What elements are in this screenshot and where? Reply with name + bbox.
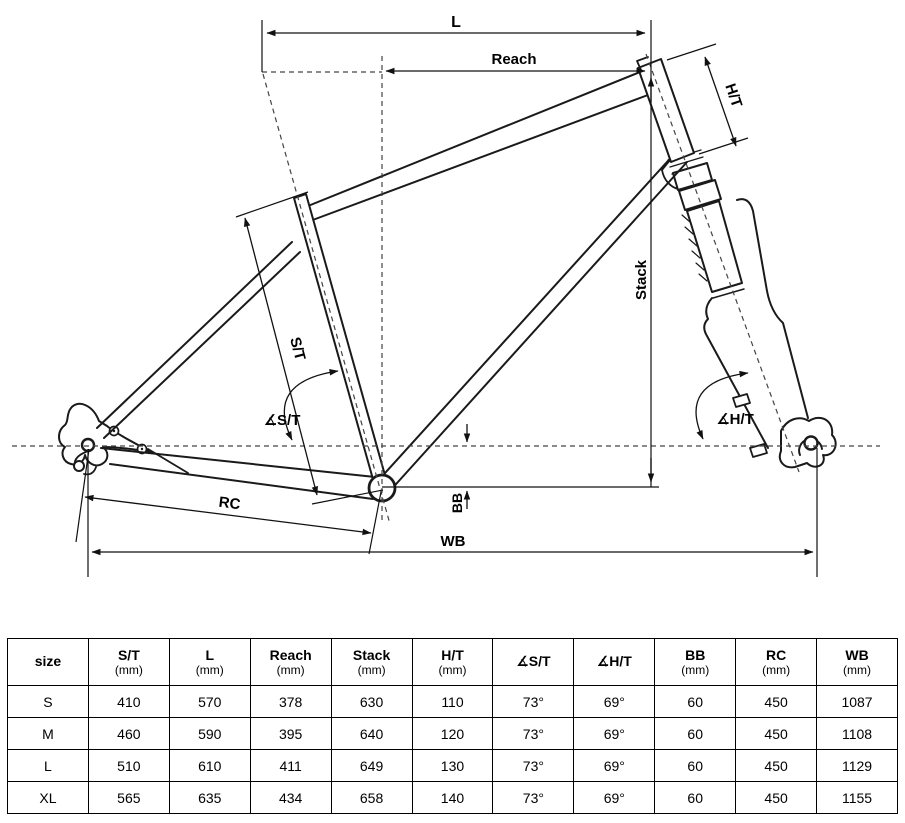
fork-stanchion <box>686 200 743 293</box>
table-cell: 635 <box>168 781 251 814</box>
table-cell: 630 <box>330 685 413 718</box>
table-cell: 565 <box>87 781 170 814</box>
fork-right-blade <box>736 198 809 419</box>
table-cell: 73° <box>492 781 575 814</box>
table-cell: 658 <box>330 781 413 814</box>
table-cell: 60 <box>654 685 737 718</box>
table-cell: 1155 <box>816 781 898 814</box>
top-tube <box>302 71 641 209</box>
label-st-length: S/T <box>286 335 308 362</box>
derailleur-hanger-hole <box>73 460 85 472</box>
label-rc: RC <box>218 494 242 514</box>
head-tube-axis <box>645 53 800 473</box>
table-cell: 140 <box>411 781 494 814</box>
dim-st-angle-arc <box>283 369 339 441</box>
label-l: L <box>451 14 461 31</box>
table-cell: 640 <box>330 717 413 750</box>
rear-dropout <box>58 402 189 476</box>
label-st-angle: ∡S/T <box>264 412 301 429</box>
size-row-s: S 410 570 378 630 110 73° 69° 60 450 108… <box>7 685 898 718</box>
table-cell: 411 <box>249 749 332 782</box>
fork-lower-leg <box>703 297 769 449</box>
header-cell-ht: H/T (mm) <box>411 638 494 686</box>
label-reach: Reach <box>491 51 536 68</box>
size-label: L <box>7 749 89 782</box>
header-cell-reach: Reach (mm) <box>249 638 332 686</box>
table-cell: 590 <box>168 717 251 750</box>
table-cell: 450 <box>735 685 818 718</box>
reference-lines <box>12 53 880 525</box>
seat-tube-axis <box>262 73 391 525</box>
header-cell-wb: WB (mm) <box>816 638 898 686</box>
table-cell: 130 <box>411 749 494 782</box>
table-cell: 73° <box>492 749 575 782</box>
dim-ht-angle-arc <box>695 370 749 440</box>
size-row-xl: XL 565 635 434 658 140 73° 69° 60 450 11… <box>7 781 898 814</box>
label-ht-angle: ∡H/T <box>716 411 754 428</box>
table-cell: 69° <box>573 717 656 750</box>
table-cell: 1129 <box>816 749 898 782</box>
bike-frame-drawing <box>58 56 837 503</box>
chain-stays <box>100 447 376 500</box>
table-cell: 378 <box>249 685 332 718</box>
table-cell: 434 <box>249 781 332 814</box>
label-bb-drop: BB <box>449 493 465 513</box>
header-row: size S/T (mm) L (mm) Reach (mm) Stack (m… <box>7 638 898 686</box>
table-cell: 1108 <box>816 717 898 750</box>
table-cell: 450 <box>735 749 818 782</box>
dim-ht <box>704 56 737 147</box>
front-axle <box>803 435 819 451</box>
table-cell: 69° <box>573 781 656 814</box>
suspension-fork <box>661 149 837 469</box>
header-cell-ht-angle: ∡H/T <box>573 638 656 686</box>
size-row-l: L 510 610 411 649 130 73° 69° 60 450 112… <box>7 749 898 782</box>
table-cell: 60 <box>654 717 737 750</box>
dimension-lines <box>84 29 814 556</box>
table-cell: 450 <box>735 781 818 814</box>
seat-stays <box>96 241 301 439</box>
size-row-m: M 460 590 395 640 120 73° 69° 60 450 110… <box>7 717 898 750</box>
extension-lines <box>75 20 818 577</box>
table-cell: 69° <box>573 749 656 782</box>
table-cell: 460 <box>87 717 170 750</box>
table-cell: 1087 <box>816 685 898 718</box>
table-cell: 60 <box>654 781 737 814</box>
header-cell-st: S/T (mm) <box>87 638 170 686</box>
table-cell: 73° <box>492 717 575 750</box>
size-label: S <box>7 685 89 718</box>
label-ht-length: H/T <box>721 81 745 109</box>
table-cell: 395 <box>249 717 332 750</box>
table-cell: 120 <box>411 717 494 750</box>
table-cell: 69° <box>573 685 656 718</box>
geometry-table: size S/T (mm) L (mm) Reach (mm) Stack (m… <box>7 638 898 814</box>
header-cell-l: L (mm) <box>168 638 251 686</box>
header-cell-rc: RC (mm) <box>735 638 818 686</box>
down-tube <box>375 151 677 484</box>
dim-st <box>243 217 319 496</box>
size-label: M <box>7 717 89 750</box>
table-cell: 73° <box>492 685 575 718</box>
table-cell: 649 <box>330 749 413 782</box>
table-cell: 510 <box>87 749 170 782</box>
table-cell: 450 <box>735 717 818 750</box>
dim-rc <box>84 494 372 536</box>
header-cell-stack: Stack (mm) <box>330 638 413 686</box>
table-cell: 60 <box>654 749 737 782</box>
label-wb: WB <box>441 533 466 550</box>
table-cell: 410 <box>87 685 170 718</box>
table-cell: 610 <box>168 749 251 782</box>
header-cell-bb: BB (mm) <box>654 638 737 686</box>
table-cell: 110 <box>411 685 494 718</box>
header-cell-size: size <box>7 638 89 686</box>
frame-geometry-diagram: L Reach H/T Stack S/T ∡S/T ∡H/T RC BB WB <box>12 14 880 577</box>
size-label: XL <box>7 781 89 814</box>
table-cell: 570 <box>168 685 251 718</box>
header-cell-st-angle: ∡S/T <box>492 638 575 686</box>
head-tube <box>637 58 695 163</box>
label-stack: Stack <box>633 259 650 300</box>
